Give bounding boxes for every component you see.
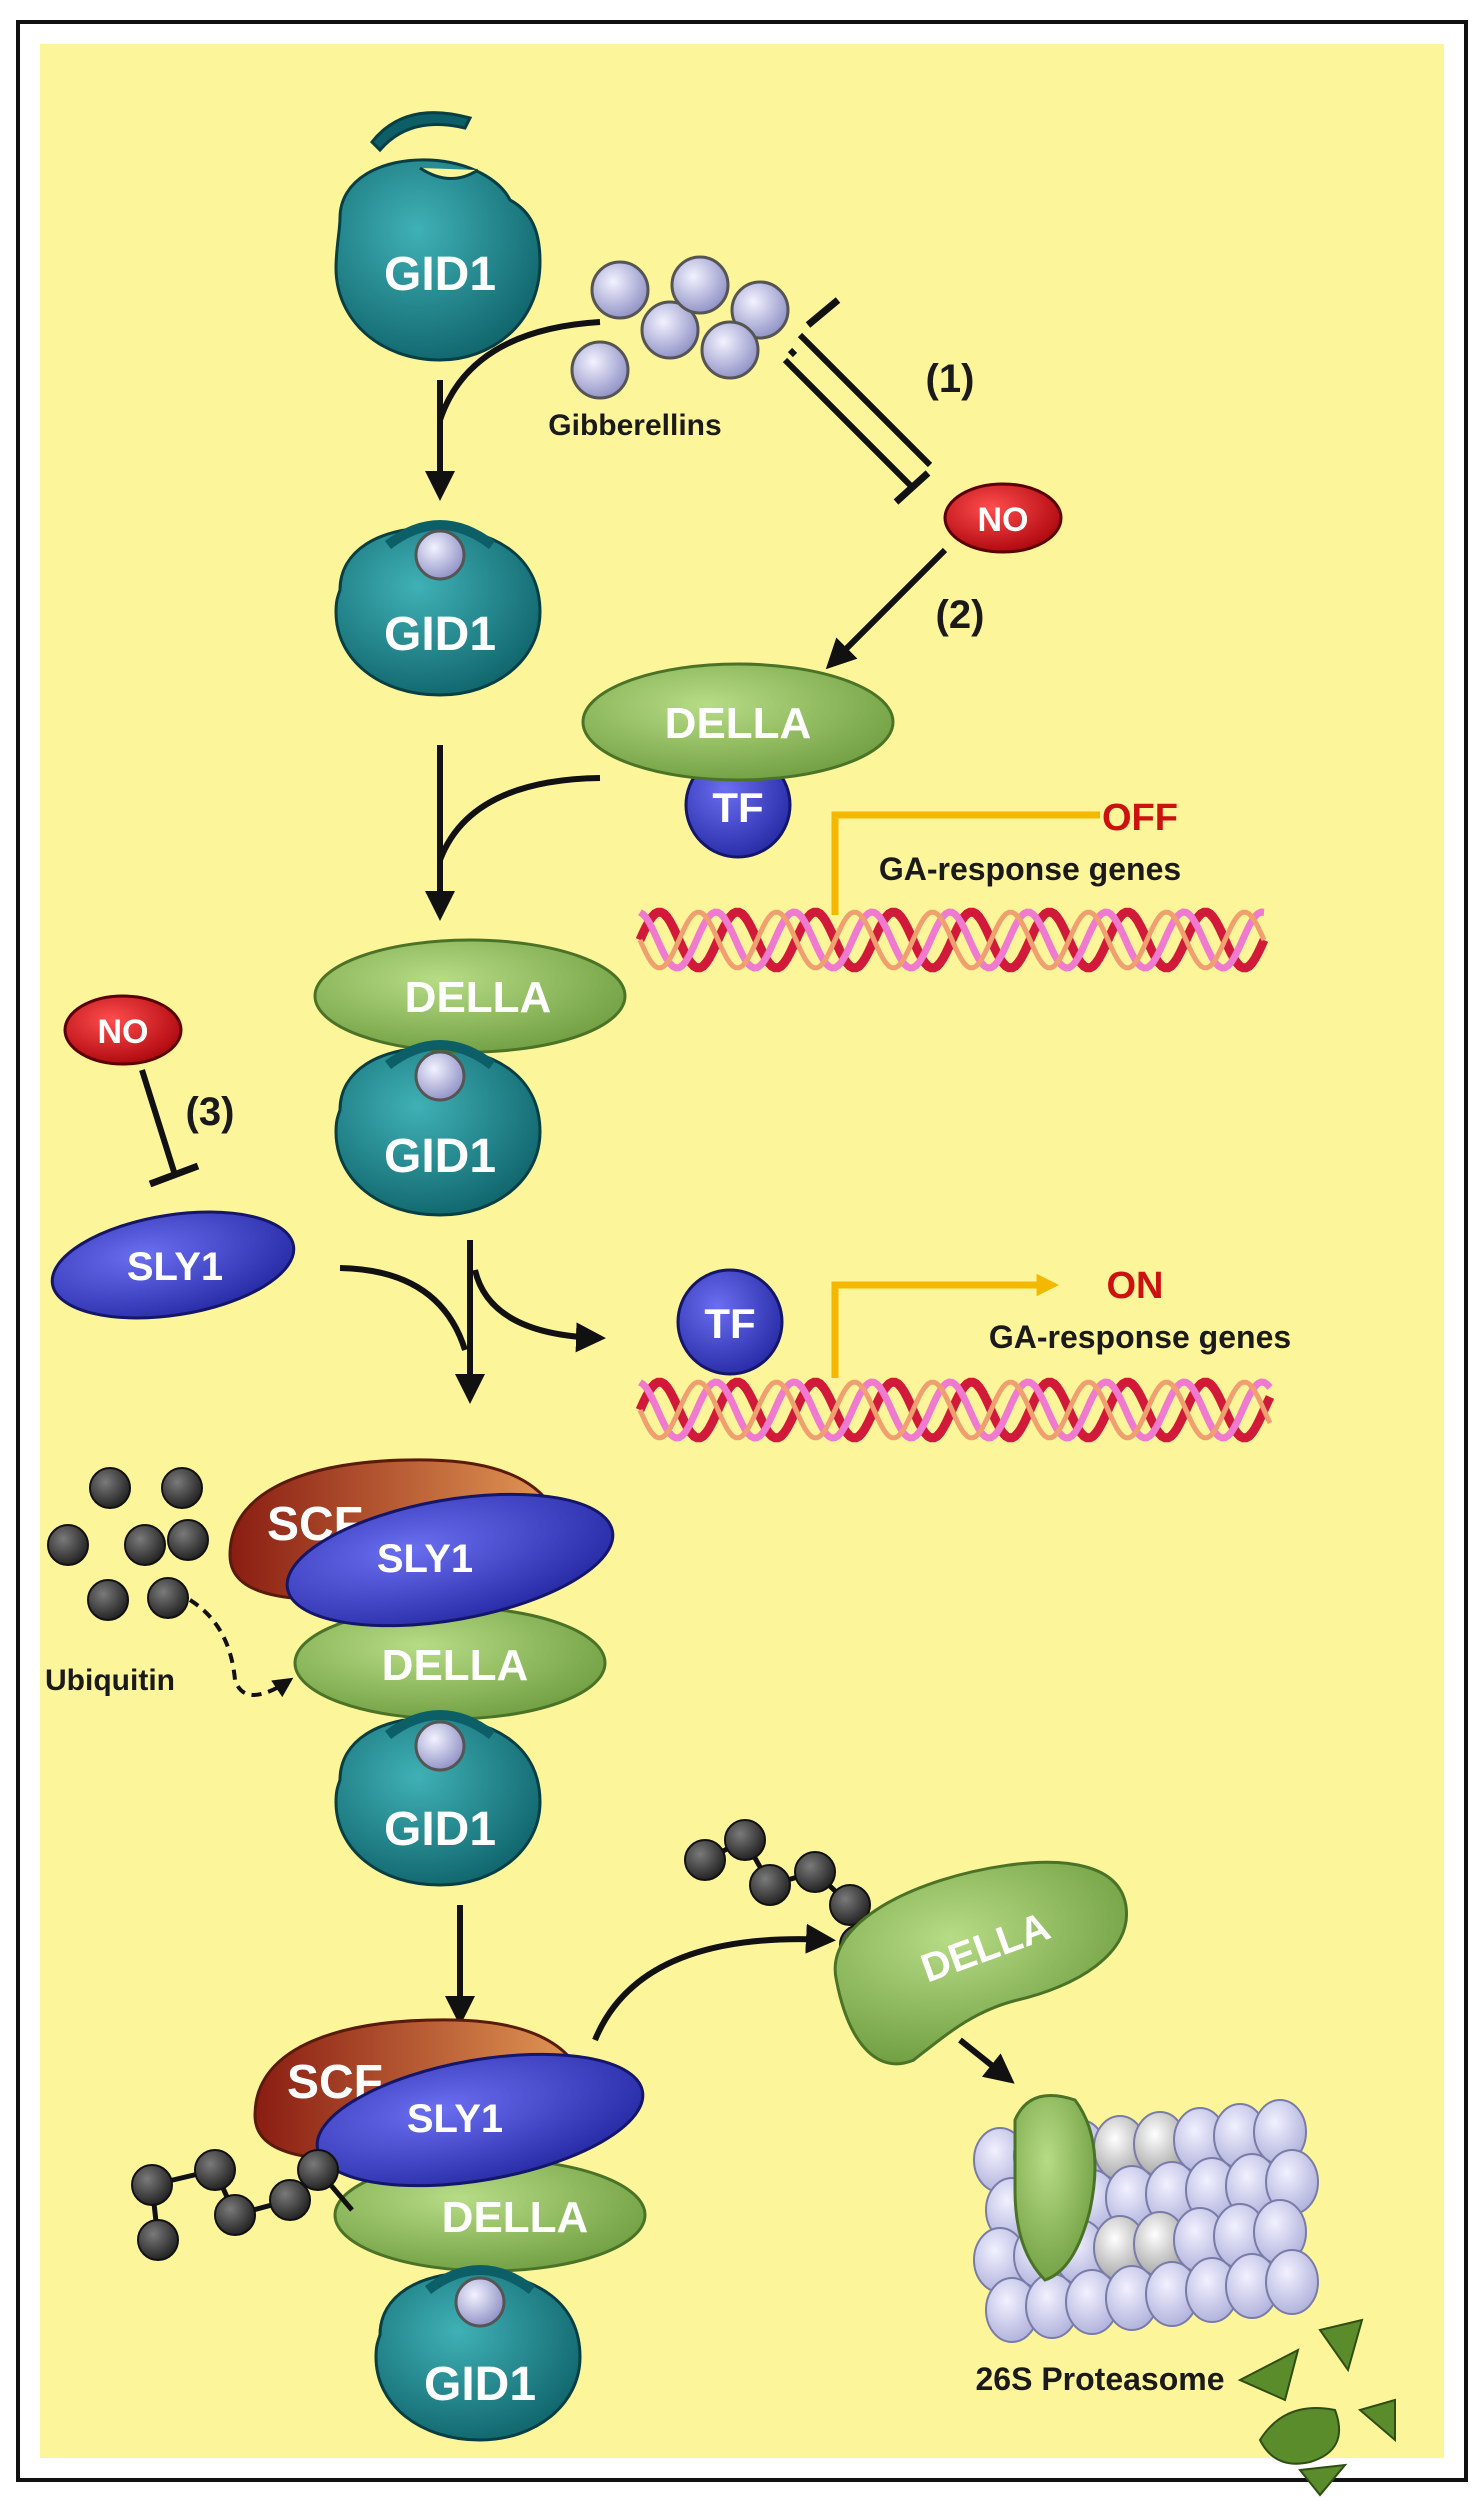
- tf-release-curve: [472, 1269, 606, 1353]
- no-label-2: NO: [98, 1013, 149, 1051]
- sly1-protein-1: SLY1: [50, 1210, 296, 1320]
- della-label-2: DELLA: [405, 973, 552, 1022]
- tf-label-2: TF: [704, 1300, 755, 1347]
- nitric-oxide-1: NO: [943, 482, 1063, 554]
- gid1-receptor-empty: GID1: [334, 111, 542, 362]
- ubiquitin-transfer-arrow: [188, 1598, 294, 1698]
- dna-strand: [635, 1377, 1275, 1443]
- della-label-4: DELLA: [442, 2193, 589, 2242]
- gid1-label-3: GID1: [384, 1130, 496, 1183]
- sly1-label-1: SLY1: [127, 1245, 223, 1289]
- proteasome-subunit: [1265, 2249, 1319, 2315]
- ga-response-genes-label-2: GA-response genes: [989, 1319, 1291, 1355]
- della-entry-curve: [437, 775, 601, 862]
- nitric-oxide-2: NO: [63, 994, 183, 1066]
- step3-inhibition: [139, 1069, 200, 1188]
- ubiquitin-label: Ubiquitin: [45, 1664, 175, 1697]
- dna-strand: [637, 1379, 1273, 1441]
- della-release-arrow: [592, 1923, 836, 2042]
- della-label-3: DELLA: [382, 1641, 529, 1690]
- degradation-arrow: [958, 2037, 1015, 2084]
- gibberellin-molecules: [570, 255, 790, 400]
- scf-sly1-della-gid1-complex: SCF SLY1 DELLA GID1: [228, 1458, 615, 1887]
- della-released: DELLA: [833, 1860, 1129, 2066]
- step3-label: (3): [186, 1090, 235, 1134]
- sly1-label-2: SLY1: [377, 1537, 473, 1581]
- degraded-peptide-fragments: [1237, 2318, 1396, 2497]
- della-label-1: DELLA: [665, 699, 812, 748]
- gibberellin-entry-curve: [437, 319, 601, 421]
- della-gid1-complex: DELLA GID1: [313, 938, 627, 1217]
- gibberellins-label: Gibberellins: [548, 409, 721, 442]
- tf-released: TF: [676, 1268, 784, 1376]
- gid1-label-4: GID1: [384, 1803, 496, 1856]
- promoter-on: ON GA-response genes: [831, 1265, 1291, 1378]
- no-label-1: NO: [978, 501, 1029, 539]
- ubiquitin-chain-1: [131, 2149, 354, 2261]
- ubiquitin-molecules: [47, 1467, 209, 1621]
- step2-arrow: [825, 547, 948, 670]
- gid1-bound-label: GID1: [384, 608, 496, 661]
- off-label: OFF: [1102, 797, 1178, 839]
- della-entering-proteasome: [1013, 2094, 1097, 2282]
- dna-helix-on: [635, 1377, 1275, 1443]
- sly1-label-3: SLY1: [407, 2097, 503, 2141]
- step2-label: (2): [936, 593, 985, 637]
- polyubiquitinated-complex: SCF SLY1 DELLA GID1: [253, 2018, 647, 2442]
- dna-helix-off: [635, 907, 1269, 973]
- promoter-off: OFF GA-response genes: [831, 797, 1181, 915]
- gid1-label-5: GID1: [424, 2358, 536, 2411]
- dna-strand: [638, 908, 1265, 972]
- della-tf-complex: DELLA TF: [581, 662, 895, 859]
- ga-response-genes-label-1: GA-response genes: [879, 851, 1181, 887]
- step1-label: (1): [926, 357, 975, 401]
- gid1-receptor-bound: GID1: [334, 520, 542, 697]
- step1-mutual-inhibition: [782, 297, 933, 505]
- dna-strand: [637, 909, 1267, 971]
- proteasome-26s: [973, 2094, 1319, 2343]
- tf-label-1: TF: [712, 784, 763, 831]
- gid1-label: GID1: [384, 248, 496, 301]
- sly1-entry-curve: [339, 1265, 468, 1351]
- on-label: ON: [1107, 1265, 1164, 1307]
- proteasome-label: 26S Proteasome: [975, 2361, 1224, 2397]
